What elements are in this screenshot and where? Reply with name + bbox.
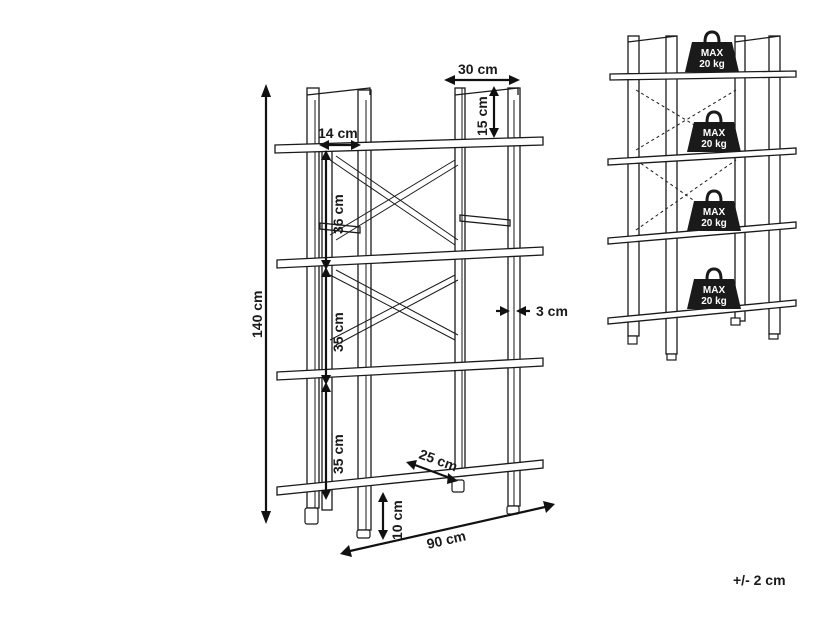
foot [356,529,371,539]
svg-text:MAX: MAX [703,207,726,218]
width-label: 90 cm [425,527,467,552]
thickness-label: 3 cm [536,303,568,319]
shelf-4 [276,459,544,496]
height-label: 140 cm [249,291,265,338]
depth-label: 30 cm [458,61,498,77]
svg-text:20 kg: 20 kg [701,296,727,307]
leg-inset-label: 14 cm [318,125,358,141]
top-crossbar-right [454,87,519,96]
shelf-gap-3-label: 35 cm [330,434,346,474]
weight-icon: MAX 20 kg [685,267,743,311]
shelf-2 [276,246,544,269]
top-crossbar-left [306,87,371,96]
main-shelf-drawing [274,87,544,539]
svg-text:20 kg: 20 kg [699,59,725,70]
svg-text:MAX: MAX [703,128,726,139]
shelf-1 [274,136,544,154]
dimension-lines [261,75,555,557]
weight-icon: MAX 20 kg [685,110,743,154]
tolerance-note: +/- 2 cm [733,572,786,588]
floor-clearance-label: 10 cm [389,500,405,540]
svg-text:MAX: MAX [701,48,724,59]
top-gap-label: 15 cm [474,96,490,136]
svg-text:MAX: MAX [703,285,726,296]
svg-text:20 kg: 20 kg [701,218,727,229]
shelf-gap-2-label: 35 cm [330,312,346,352]
svg-text:20 kg: 20 kg [701,139,727,150]
load-capacity-drawing: MAX 20 kg MAX 20 kg MAX 20 kg MAX 20 kg [607,30,797,361]
foot [451,479,465,493]
foot [304,507,319,525]
shelf-3 [276,357,544,381]
shelf-gap-1-label: 36 cm [330,194,346,234]
weight-icon: MAX 20 kg [685,189,743,233]
front-middle-upright [357,89,372,531]
weight-icon: MAX 20 kg [683,30,741,74]
